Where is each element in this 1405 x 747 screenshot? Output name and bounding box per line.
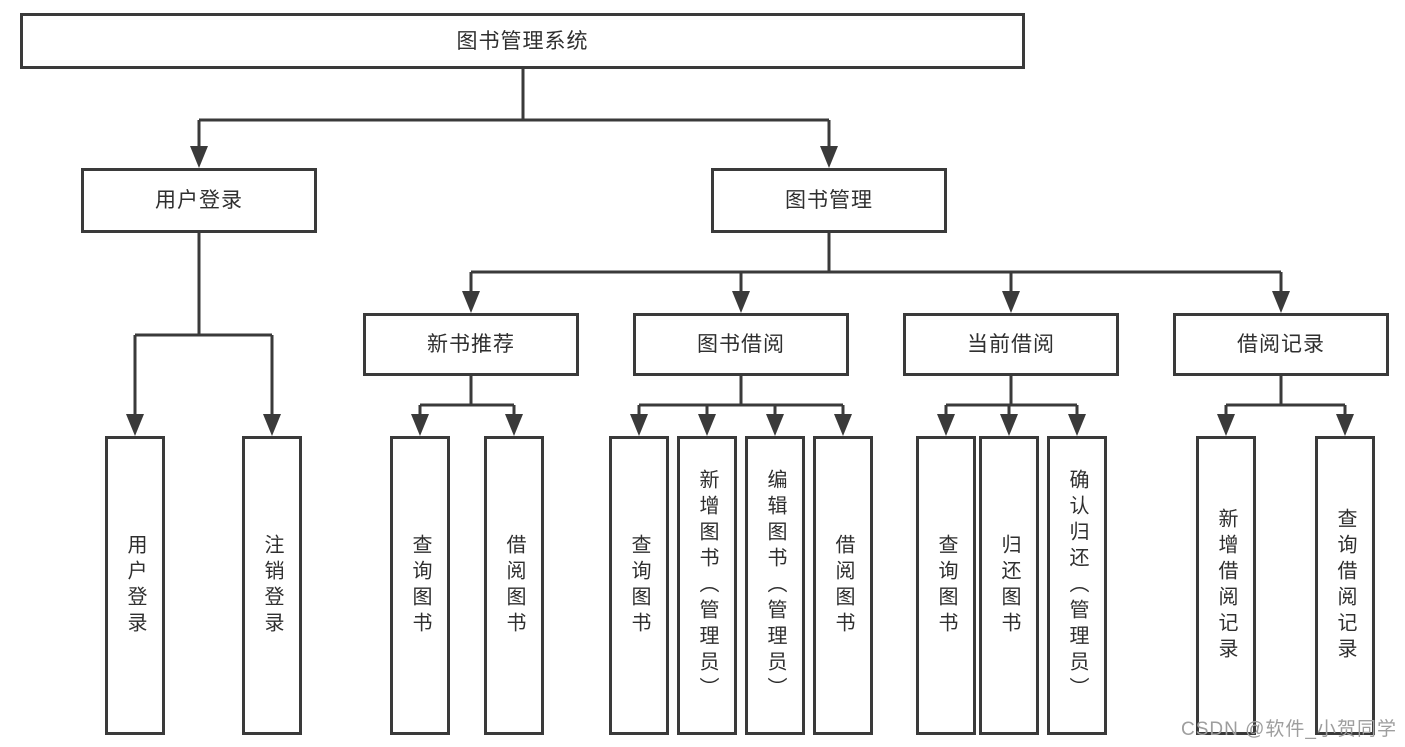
- leaf-query-books-current: 查询图书: [916, 436, 976, 735]
- leaf-confirm-return-admin: 确认归还（管理员）: [1047, 436, 1107, 735]
- connector-root-to-branches: [190, 68, 838, 168]
- arrow-down-icon: [190, 146, 208, 168]
- arrow-down-icon: [126, 414, 144, 436]
- leaf-add-book-admin: 新增图书（管理员）: [677, 436, 737, 735]
- node-user-login: 用户登录: [81, 168, 317, 233]
- leaf-user-login: 用户登录: [105, 436, 165, 735]
- arrow-down-icon: [698, 414, 716, 436]
- arrow-down-icon: [937, 414, 955, 436]
- arrow-down-icon: [834, 414, 852, 436]
- node-new-book-recommendation: 新书推荐: [363, 313, 579, 376]
- arrow-down-icon: [1272, 291, 1290, 313]
- connector-recommend-to-leaves: [411, 376, 523, 436]
- arrow-down-icon: [1000, 414, 1018, 436]
- connector-records-to-leaves: [1217, 376, 1354, 436]
- leaf-query-borrow-record: 查询借阅记录: [1315, 436, 1375, 735]
- arrow-down-icon: [766, 414, 784, 436]
- arrow-down-icon: [505, 414, 523, 436]
- leaf-return-book: 归还图书: [979, 436, 1039, 735]
- arrow-down-icon: [1068, 414, 1086, 436]
- connector-management-to-modules: [462, 233, 1290, 313]
- leaf-query-books-recommend: 查询图书: [390, 436, 450, 735]
- node-library-management-system: 图书管理系统: [20, 13, 1025, 69]
- leaf-query-books-borrow: 查询图书: [609, 436, 669, 735]
- leaf-borrow-books-recommend: 借阅图书: [484, 436, 544, 735]
- arrow-down-icon: [462, 291, 480, 313]
- arrow-down-icon: [1336, 414, 1354, 436]
- arrow-down-icon: [1002, 291, 1020, 313]
- node-current-borrowing: 当前借阅: [903, 313, 1119, 376]
- connector-login-to-leaves: [126, 233, 281, 436]
- arrow-down-icon: [263, 414, 281, 436]
- leaf-borrow-books: 借阅图书: [813, 436, 873, 735]
- arrow-down-icon: [1217, 414, 1235, 436]
- connector-current-to-leaves: [937, 376, 1086, 436]
- leaf-edit-book-admin: 编辑图书（管理员）: [745, 436, 805, 735]
- leaf-logout: 注销登录: [242, 436, 302, 735]
- leaf-add-borrow-record: 新增借阅记录: [1196, 436, 1256, 735]
- arrow-down-icon: [820, 146, 838, 168]
- arrow-down-icon: [411, 414, 429, 436]
- node-book-management: 图书管理: [711, 168, 947, 233]
- node-book-borrowing: 图书借阅: [633, 313, 849, 376]
- arrow-down-icon: [732, 291, 750, 313]
- csdn-watermark: CSDN @软件_小贺同学: [1181, 719, 1397, 740]
- node-borrowing-records: 借阅记录: [1173, 313, 1389, 376]
- arrow-down-icon: [630, 414, 648, 436]
- connector-borrow-to-leaves: [630, 376, 852, 436]
